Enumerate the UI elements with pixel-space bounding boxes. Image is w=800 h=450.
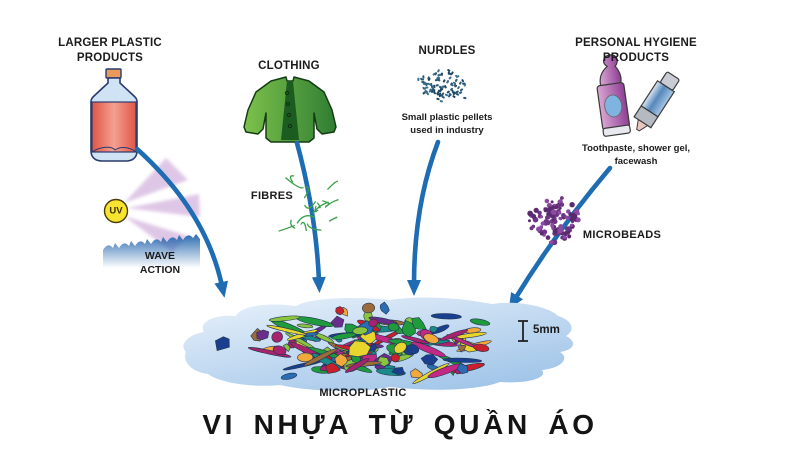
nurdles-cluster-icon <box>417 68 467 103</box>
microbeads-label: MICROBEADS <box>582 229 662 241</box>
nurdles-sublabel: Small plastic pellets used in industry <box>401 112 493 136</box>
scale-bar-icon <box>518 320 528 342</box>
source-label-larger-plastic: LARGER PLASTIC PRODUCTS <box>58 37 162 64</box>
fibres-cluster-icon <box>278 175 339 232</box>
uv-sun-icon <box>103 198 129 224</box>
microplastic-pile <box>183 297 574 391</box>
page-title: VI NHỰA TỪ QUẦN ÁO <box>202 409 598 440</box>
arrow-larger-plastic <box>134 146 229 298</box>
arrow-nurdles <box>407 139 441 296</box>
wave-action-label: WAVE ACTION <box>139 250 181 277</box>
hygiene-products-icon <box>596 54 680 137</box>
pile-fragments <box>215 301 492 385</box>
plastic-bottle-icon <box>90 68 138 162</box>
fibres-label: FIBRES <box>250 190 294 202</box>
clothing-jacket-icon <box>243 76 337 143</box>
microplastic-label: MICROPLASTIC <box>319 387 407 399</box>
microbeads-cluster-icon <box>527 196 581 246</box>
flow-arrows <box>134 139 613 310</box>
source-label-nurdles: NURDLES <box>418 45 476 57</box>
source-label-hygiene: PERSONAL HYGIENE PRODUCTS <box>575 37 697 64</box>
hygiene-sublabel: Toothpaste, shower gel, facewash <box>581 143 691 167</box>
uv-label: UV <box>109 205 123 217</box>
source-label-clothing: CLOTHING <box>258 60 320 72</box>
arrow-clothing <box>294 140 326 293</box>
scale-label: 5mm <box>533 324 560 336</box>
wave-icon <box>103 234 200 268</box>
